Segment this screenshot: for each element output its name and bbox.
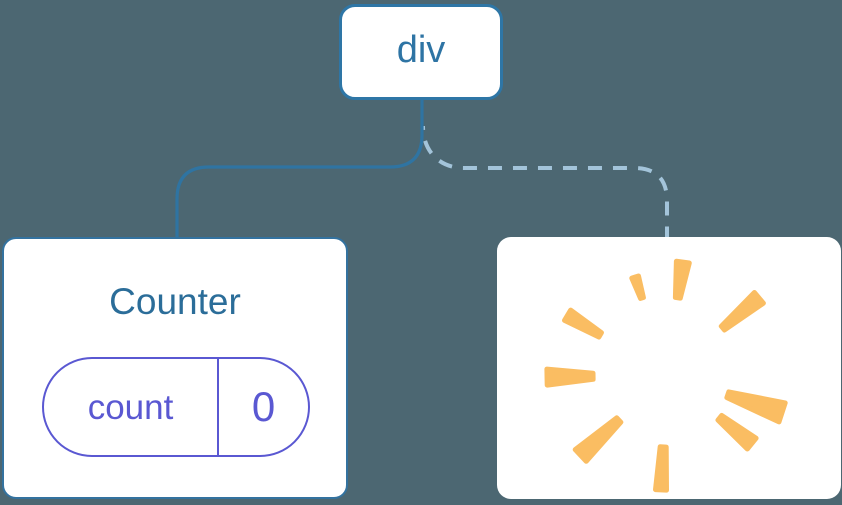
- burst-ray: [572, 415, 624, 464]
- burst-ray: [629, 273, 646, 301]
- burst-ray: [544, 366, 596, 388]
- burst-ray: [672, 258, 692, 301]
- removed-component-card: [497, 237, 841, 499]
- root-node-label: div: [396, 29, 446, 71]
- burst-ray: [562, 307, 604, 340]
- dashed-edge-to-removed-child: [421, 125, 669, 240]
- root-node: div: [339, 4, 503, 100]
- burst-ray: [715, 413, 759, 452]
- state-value: 0: [251, 383, 276, 430]
- solid-edge-to-counter: [175, 98, 424, 240]
- burst-ray: [718, 290, 766, 333]
- burst-ray: [724, 389, 788, 425]
- burst-ray: [653, 444, 669, 493]
- state-key-label: count: [44, 359, 219, 455]
- poof-burst-icon: [544, 258, 788, 493]
- counter-component-card: Counter count 0: [2, 237, 348, 499]
- state-pill: count 0: [42, 357, 310, 457]
- counter-title: Counter: [109, 281, 241, 322]
